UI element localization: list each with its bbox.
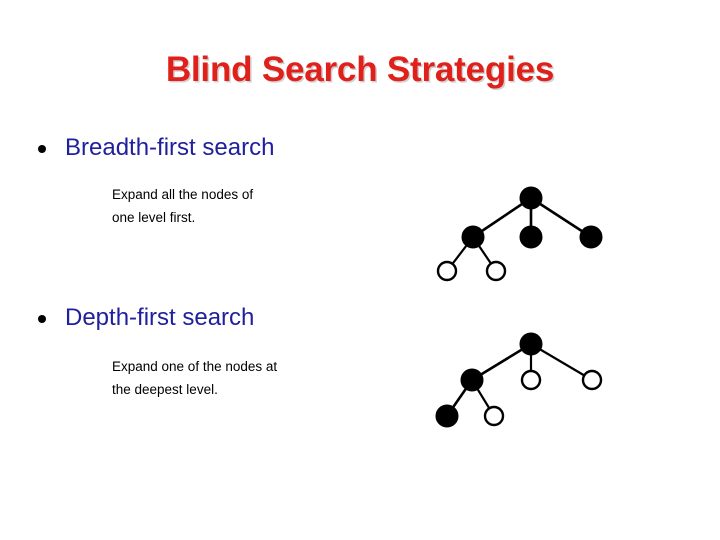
tree-node-frontier: [485, 260, 507, 282]
tree-node-frontier: [520, 369, 542, 391]
tree-node-expanded: [435, 404, 459, 428]
tree-node-expanded: [461, 225, 485, 249]
page-title: Blind Search Strategies: [165, 50, 555, 89]
tree-edge: [529, 342, 594, 382]
bullet-item-depth-first: Depth-first search: [38, 304, 458, 332]
tree-edge: [529, 196, 593, 239]
tree-node-frontier: [483, 405, 505, 427]
tree-node-expanded: [579, 225, 603, 249]
bullet-label-breadth-first: Breadth-first search: [65, 134, 275, 161]
bullet-dot-icon: [38, 315, 46, 323]
tree-node-expanded: [519, 186, 543, 210]
tree-node-expanded: [460, 368, 484, 392]
description-line: the deepest level.: [112, 382, 218, 397]
tree-edge: [470, 342, 533, 382]
description-line: Expand one of the nodes at: [112, 359, 278, 374]
description-line: one level first.: [112, 210, 196, 225]
bullet-dot-icon: [38, 145, 46, 153]
depth-first-search-tree-diagram: [435, 332, 603, 428]
tree-edge: [471, 196, 533, 239]
tree-node-expanded: [519, 225, 543, 249]
bullet-item-breadth-first: Breadth-first search: [38, 134, 458, 162]
tree-node-expanded: [519, 332, 543, 356]
description-line: Expand all the nodes of: [112, 187, 254, 202]
bullet-label-depth-first: Depth-first search: [65, 304, 255, 331]
tree-node-frontier: [436, 260, 458, 282]
tree-node-frontier: [581, 369, 603, 391]
description-breadth-first: Expand all the nodes of one level first.: [112, 183, 392, 229]
description-depth-first: Expand one of the nodes at the deepest l…: [112, 355, 392, 401]
breadth-first-search-tree-diagram: [436, 186, 603, 282]
